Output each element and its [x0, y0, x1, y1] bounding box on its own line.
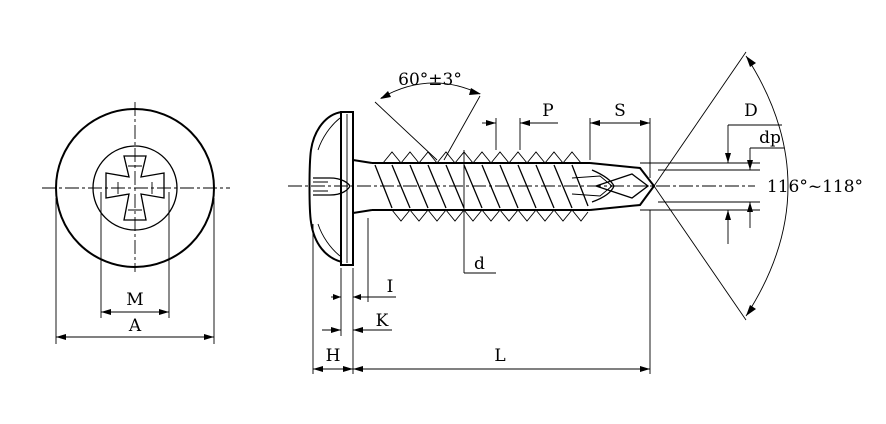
point-angle-label: 116°~118°	[767, 177, 863, 197]
d-label: d	[474, 254, 485, 274]
dp-label: dp	[759, 128, 781, 148]
a-label: A	[128, 316, 142, 336]
drill-point	[589, 162, 656, 211]
thread-angle-label: 60°±3°	[398, 70, 462, 90]
p-label: P	[542, 101, 553, 121]
h-label: H	[326, 346, 341, 366]
d-major-label: D	[744, 101, 758, 121]
head-dome	[308, 111, 343, 263]
k-label: K	[376, 311, 389, 331]
head-flange	[340, 111, 354, 266]
m-label: M	[126, 290, 143, 310]
s-label: S	[614, 101, 626, 121]
screw-side-view: d P S 60°±3° H L	[288, 51, 863, 374]
l-label: L	[494, 346, 505, 366]
phillips-cross-recess	[105, 155, 165, 221]
point-angle-arc	[745, 55, 789, 317]
i-label: I	[387, 277, 394, 297]
head-front-view: M A	[42, 102, 230, 344]
